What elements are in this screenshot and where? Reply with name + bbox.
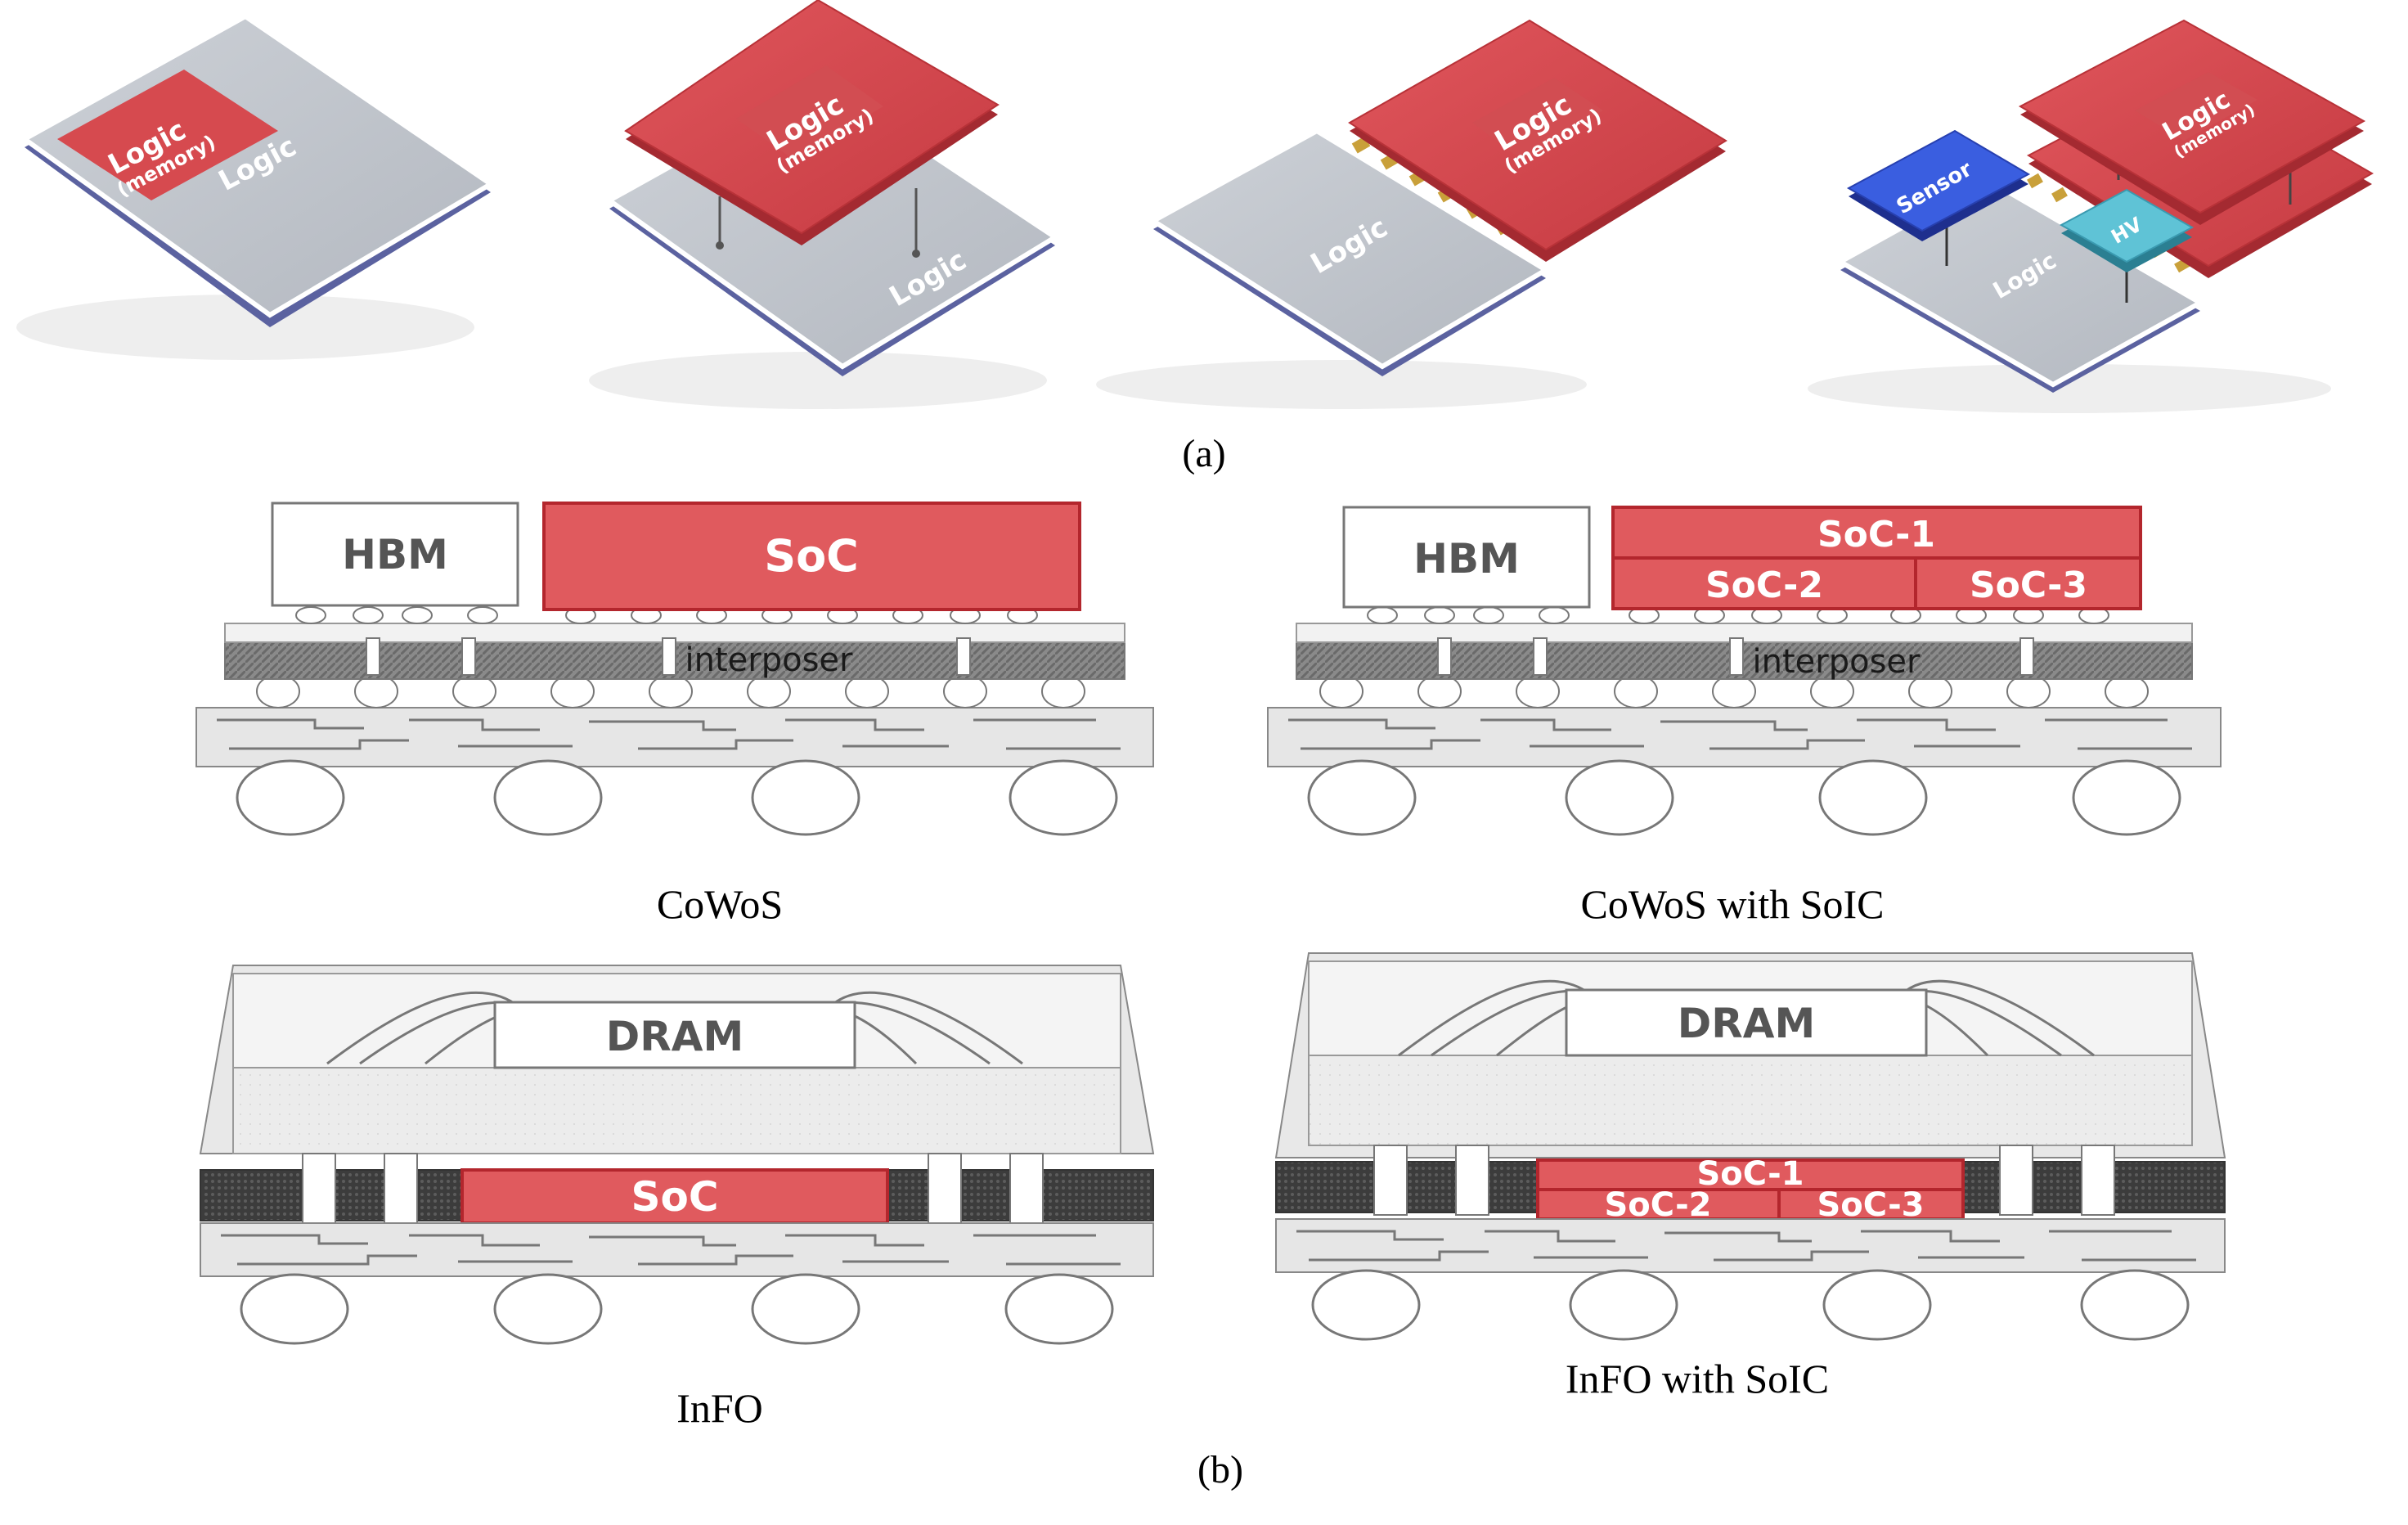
info-title: InFO [676, 1385, 763, 1431]
info-diagram: DRAM SoC [199, 965, 1155, 1345]
caption-b: (b) [1197, 1448, 1243, 1491]
cowos-soic-soc1-die [1611, 506, 2142, 560]
caption-a: (a) [1182, 432, 1225, 475]
info-soic-soc2-label: SoC-2 [1605, 1186, 1712, 1224]
info-soic-soc3-die [1777, 1188, 1965, 1221]
cowos-hbm-die [271, 502, 519, 607]
cowos-soc-label: SoC [764, 530, 859, 582]
cowos-soic-hbm-die [1342, 506, 1591, 609]
cowos-soc-die [542, 502, 1081, 611]
chip-1-monolithic: Logic (memory) Logic [16, 13, 496, 360]
cowos-soic-soc3-label: SoC-3 [1970, 565, 2087, 606]
cowos-diagram: interposer HBM SoC [195, 502, 1154, 836]
info-soic-soc1-die [1536, 1158, 1965, 1191]
info-soic-diagram: DRAM SoC-1 SoC-2 SoC-3 [1274, 952, 2226, 1341]
info-soc-label: SoC [631, 1173, 718, 1221]
info-dram-die [493, 1001, 856, 1069]
info-soic-soc3-label: SoC-3 [1817, 1186, 1925, 1224]
chip-2-3d-stack: Logic (memory) Logic [589, 0, 1060, 409]
cowos-soic-soc3-die [1914, 556, 2142, 610]
chip-3-side-by-side: Logic (memory) Logic [1096, 19, 1727, 409]
cowos-title: CoWoS [657, 881, 783, 927]
info-soic-dram-die [1565, 988, 1928, 1057]
cowos-soic-hbm-label: HBM [1413, 535, 1520, 583]
chip-1-logic-memory-die [57, 70, 278, 200]
info-soic-dram-label: DRAM [1678, 1000, 1815, 1047]
info-soic-title: InFO with SoIC [1566, 1356, 1829, 1401]
cowos-soic-soc1-label: SoC-1 [1817, 514, 1935, 556]
cowos-soic-soc2-label: SoC-2 [1705, 565, 1823, 606]
chip-4-heterogeneous: Logic (memory) Sensor HV Logic [1808, 19, 2374, 413]
cowos-soic-title: CoWoS with SoIC [1580, 881, 1884, 927]
cowos-soic-diagram: interposer HBM SoC-1 SoC-2 SoC-3 [1267, 506, 2222, 836]
cowos-interposer-label: interposer [685, 641, 854, 679]
cowos-soic-interposer-label: interposer [1753, 643, 1921, 681]
cowos-hbm-label: HBM [342, 531, 448, 578]
cowos-soic-soc2-die [1611, 556, 1917, 610]
info-dram-label: DRAM [606, 1013, 744, 1060]
info-soic-soc1-label: SoC-1 [1697, 1155, 1804, 1193]
